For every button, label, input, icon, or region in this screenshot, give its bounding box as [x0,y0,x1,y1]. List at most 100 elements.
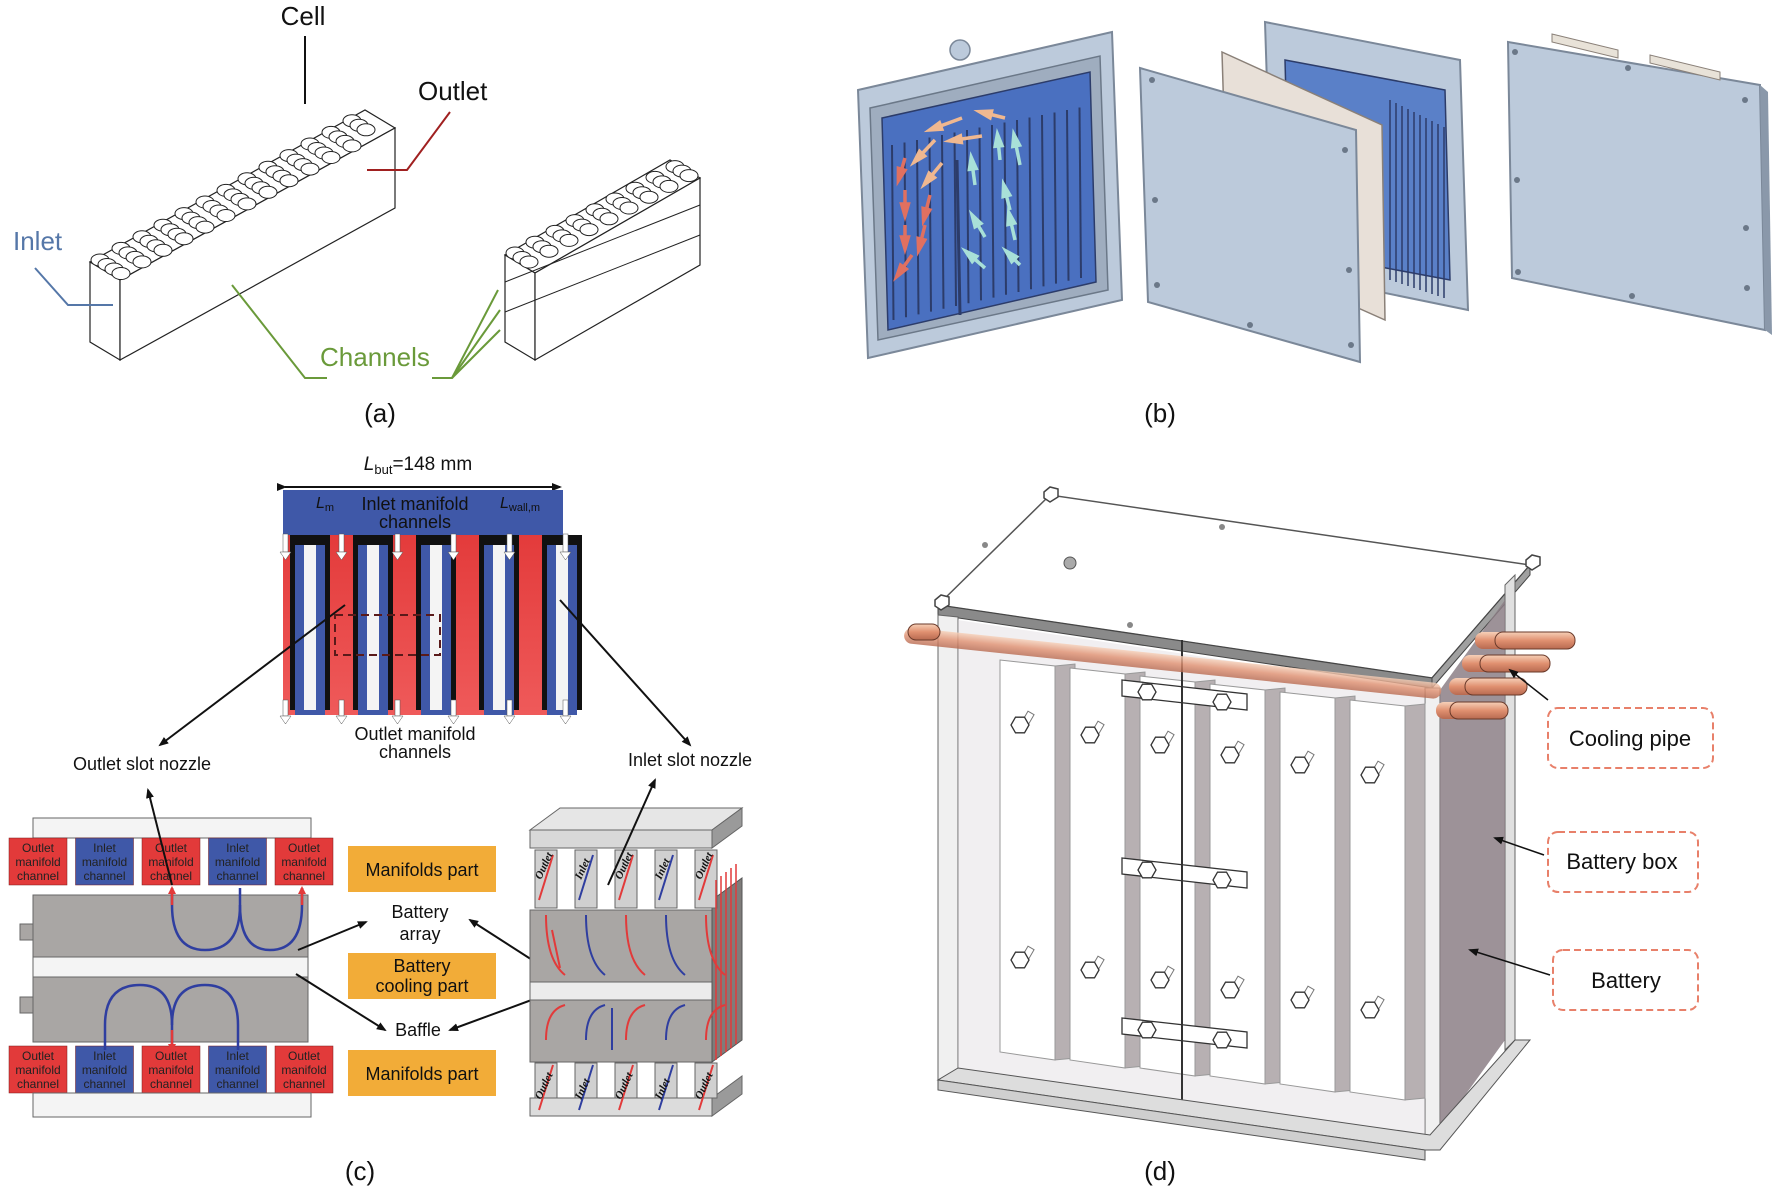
iso-flow-line [578,854,594,901]
outlet-manifold-box [141,1045,201,1094]
cell [539,244,559,258]
cell [258,185,278,199]
iso-channels: OutletOutletInletInletOutletOutletInletI… [533,849,737,1111]
manifold-box-label: manifold [148,855,193,869]
channel-wall [891,144,895,321]
manifold-box-label: Inlet [93,841,116,855]
label-outlet: Outlet [418,76,488,106]
inlet-manifold-box [75,837,134,886]
cell [519,255,539,269]
manifold-box-label: Outlet [155,1049,188,1063]
inlet-leader [34,267,113,306]
baffle-label: Baffle [395,1020,441,1040]
cell [619,201,639,215]
bolt-head [1080,726,1100,744]
bolt-head [1290,991,1310,1009]
outlet-arrow [338,699,345,717]
bolt-head [1080,961,1100,979]
manifold-box-label: manifold [281,855,326,869]
baffle [32,956,309,978]
inlet-arrow-head [391,551,404,561]
cell [153,243,173,257]
cell [679,169,699,183]
outlet-leader [367,111,451,171]
cold-plate-exploded [1138,20,1470,364]
legend-manifolds-part-top-label: Manifolds part [365,860,478,880]
callout-battery-label: Battery [1591,968,1661,993]
cell [132,255,152,269]
outlet-arrow-head [559,715,572,725]
flow-arrow-head [921,206,933,227]
outlet-manifold-box [8,1045,68,1094]
channel-wall [1003,122,1007,295]
fin-core [556,545,568,710]
flow-arrow-head [896,166,908,187]
legend-manifolds-part-bottom [348,1050,496,1096]
inlet-slot-nozzle-label: Inlet slot nozzle [628,750,752,770]
bolt-head [1010,716,1030,734]
dimension-label: Lbut=148 mm [364,454,472,477]
busbar-nut [1212,693,1232,711]
cold-plate-open [856,30,1124,360]
outlet-arrow [450,699,457,717]
cooling-pipes [904,623,1576,720]
manifold-box-label: manifold [215,1063,260,1077]
outlet-arrow [562,699,569,717]
flow-arrow-head [943,133,964,145]
channel-wall [1041,114,1045,287]
cell [195,220,215,234]
channel-wall [928,137,932,312]
outlet-manifold-label-1: Outlet manifold [354,724,475,744]
flow-curve-4 [170,983,240,1050]
callout-battery-box-label: Battery box [1566,849,1677,874]
battery-cell [1349,699,1406,1101]
inlet-arrow [394,533,401,553]
outlet-arrow [394,699,401,717]
flow-arrow-head [899,202,911,222]
channel-wall [953,132,957,307]
bolt-head [1010,951,1030,969]
lm-label: Lm [316,495,334,514]
inlet-arrow-head [279,551,292,561]
channel-wall [966,129,970,304]
inlet-arrow [282,533,289,553]
cell [342,139,362,153]
panel-c: Lbut=148 mm Lm Lwall,m Inlet manifold ch… [8,454,752,1186]
flow-arrow-head [920,170,938,190]
battery-pack-stacked [503,159,702,362]
manifold-box-label: Inlet [93,1049,116,1063]
battery-array-label-2: array [399,924,440,944]
label-inlet: Inlet [13,226,63,256]
flow-arrow-head [899,235,911,255]
busbar-nut [1137,861,1157,879]
label-cell: Cell [281,1,326,31]
legend-manifolds-part-bottom-label: Manifolds part [365,1064,478,1084]
channel-wall [991,124,995,298]
outlet-arrow [506,699,513,717]
cell [659,179,679,193]
manifold-box-label: Inlet [226,1049,249,1063]
inlet-arrow [338,533,345,553]
inlet-arrow-head [335,551,348,561]
manifold-box-label: Outlet [155,841,188,855]
cell [300,162,320,176]
inlet-arrow [562,533,569,553]
legend-manifolds-part-top [348,846,496,892]
battery-array-upper [32,894,309,958]
iso-flow-line [658,854,674,901]
battery-cooling-label-1: Battery [393,956,450,976]
fin-core [430,545,442,710]
iso-flow-curve [625,914,646,976]
flow-arrow-head [1001,178,1013,199]
cell [599,212,619,226]
bolt-head [1220,746,1240,764]
inlet-nozzle-leader [559,599,692,747]
bolt-head [1220,981,1240,999]
cell [321,151,341,164]
callout-cooling-pipe: Cooling pipe [1508,668,1714,769]
outlet-slot-nozzle-label: Outlet slot nozzle [73,754,211,774]
cell [174,232,194,246]
